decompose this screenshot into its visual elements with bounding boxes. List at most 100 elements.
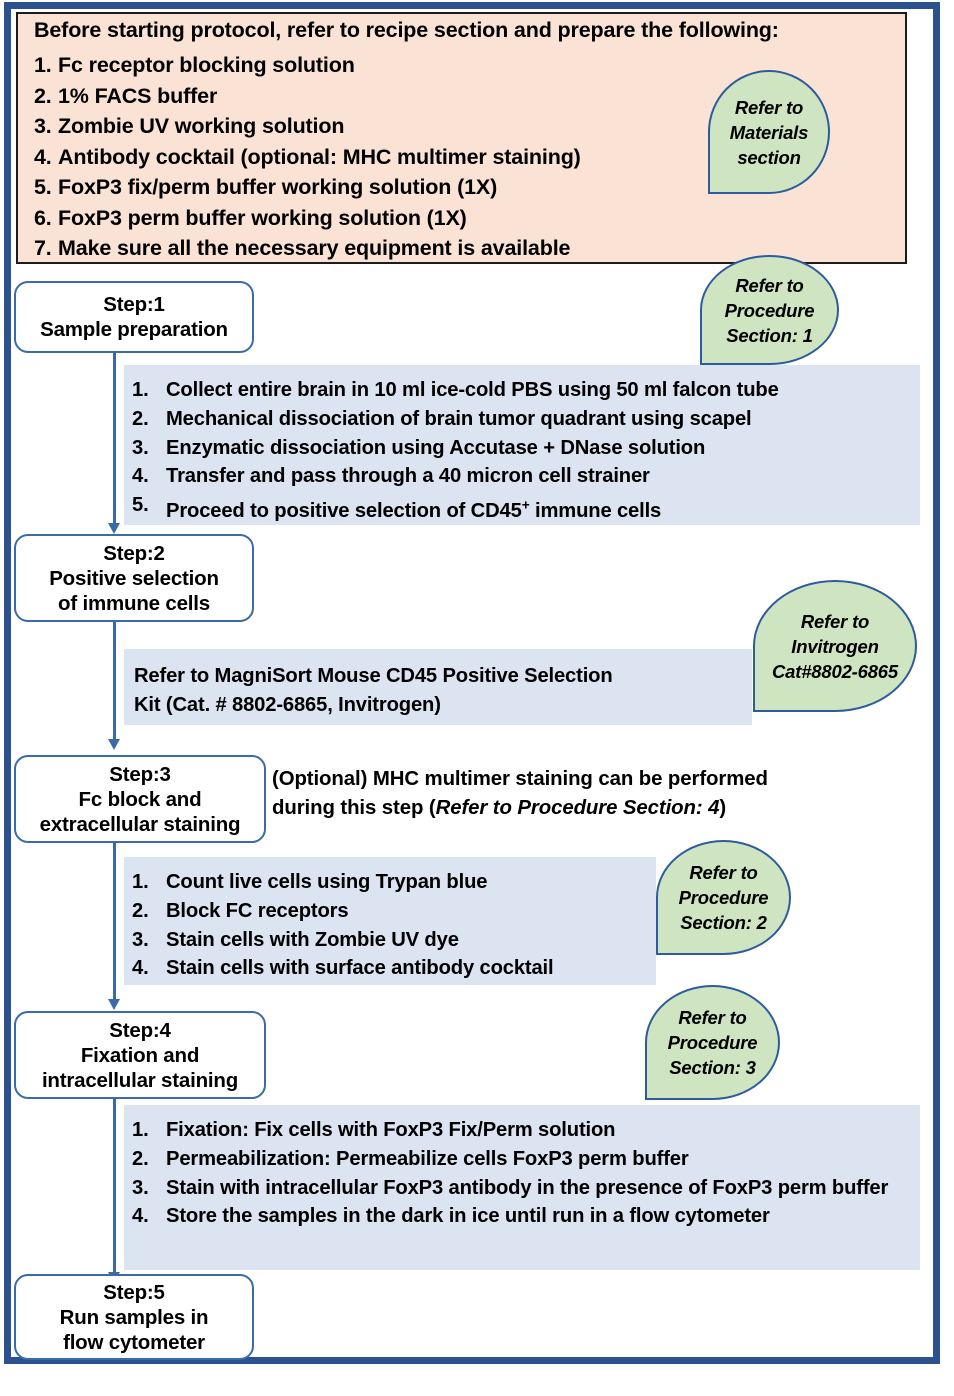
list-text: Transfer and pass through a 40 micron ce… [166, 465, 650, 488]
arrow-step3-to-step4 [107, 843, 127, 1010]
step-box-1[interactable]: Step:1 Sample preparation [14, 281, 254, 353]
callout-line: Procedure [667, 1032, 758, 1053]
list-text: Enzymatic dissociation using Accutase + … [166, 436, 706, 459]
list-number: 6. [34, 205, 52, 230]
list-item: 4.Antibody cocktail (optional: MHC multi… [34, 142, 581, 173]
list-number: 3. [34, 114, 52, 138]
arrow-shaft [113, 1099, 116, 1273]
step-line: Step:5 [103, 1280, 165, 1304]
step-box-5[interactable]: Step:5 Run samples in flow cytometer [14, 1274, 254, 1360]
list-item: 2.Block FC receptors [132, 897, 656, 926]
list-item: 4. Store the samples in the dark in ice u… [132, 1202, 906, 1231]
list-item: 2. Permeabilization: Permeabilize cells F… [132, 1145, 906, 1174]
list-item: 2. Mechanical dissociation of brain tumor… [132, 405, 920, 434]
callout-line: Invitrogen [791, 635, 879, 657]
callout-line: Procedure [678, 887, 769, 908]
callout-line: Section: 3 [669, 1057, 756, 1078]
callout-line: Section: 1 [726, 324, 813, 346]
callout-line: Refer to [800, 610, 870, 632]
list-item: 3. Enzymatic dissociation using Accutase … [132, 434, 920, 463]
list-text: Collect entire brain in 10 ml ice-cold P… [166, 379, 779, 401]
step-line: Sample preparation [40, 318, 228, 341]
info-box-step4: 1. Fixation: Fix cells with FoxP3 Fix/Per… [124, 1105, 920, 1270]
list-text: Block FC receptors [166, 899, 349, 922]
info-box-step3: 1. Count live cells using Trypan blue 2.B… [124, 857, 656, 985]
list-item: 1. Collect entire brain in 10 ml ice-cold… [132, 376, 920, 405]
list-number: 1. [132, 1119, 149, 1141]
step-line: of immune cells [58, 591, 210, 615]
callout-materials: Refer to Materials section [708, 70, 830, 194]
step-line: Step:4 [109, 1018, 171, 1042]
list-number: 3. [132, 928, 149, 951]
callout-invitrogen: Refer to Invitrogen Cat#8802-6865 [753, 580, 917, 712]
list-text: Make sure all the necessary equipment is… [58, 236, 571, 260]
step-box-4[interactable]: Step:4 Fixation and intracellular staini… [14, 1011, 266, 1099]
arrow-shaft [113, 843, 116, 1000]
list-number: 4. [132, 957, 149, 980]
list-text: Count live cells using Trypan blue [166, 871, 488, 893]
list-number: 2. [132, 407, 149, 430]
list-number: 5. [132, 494, 149, 517]
arrow-step1-to-step2 [107, 353, 127, 534]
list-item: 3.Stain cells with Zombie UV dye [132, 926, 656, 955]
list-text: Mechanical dissociation of brain tumor q… [166, 407, 752, 430]
list-text: FoxP3 fix/perm buffer working solution (… [58, 175, 498, 199]
preparation-heading: Before starting protocol, refer to recip… [34, 18, 779, 42]
callout-line: Section: 2 [680, 912, 767, 933]
step-box-3[interactable]: Step:3 Fc block and extracellular staini… [14, 755, 266, 843]
info-box-step1: 1. Collect entire brain in 10 ml ice-cold… [124, 365, 920, 525]
list-text: Store the samples in the dark in ice unt… [166, 1205, 770, 1228]
list-item: 6.FoxP3 perm buffer working solution (1X… [34, 203, 581, 234]
arrow-head [107, 999, 120, 1010]
list-item: 1. Count live cells using Trypan blue [132, 868, 656, 897]
list-number: 5. [34, 175, 52, 199]
step-line: flow cytometer [63, 1330, 205, 1354]
callout-line: Refer to [689, 862, 758, 883]
callout-procedure-1: Refer to Procedure Section: 1 [700, 255, 839, 365]
step-line: Step:3 [109, 762, 171, 786]
callout-line: Procedure [724, 299, 815, 321]
list-text: Stain cells with surface antibody cockta… [166, 957, 554, 980]
list-number: 4. [132, 1205, 149, 1228]
list-text: 1% FACS buffer [58, 83, 218, 108]
callout-line: Refer to [678, 1007, 747, 1028]
list-item: 1.Fc receptor blocking solution [34, 50, 581, 81]
step-line: Step:2 [103, 541, 165, 565]
list-text: Stain with intracellular FoxP3 antibody … [166, 1176, 889, 1199]
list-number: 2. [132, 1147, 149, 1170]
list-item: 1. Fixation: Fix cells with FoxP3 Fix/Per… [132, 1116, 906, 1145]
list-number: 4. [132, 465, 149, 488]
step-line: Fc block and [78, 787, 202, 811]
list-item: 3.Zombie UV working solution [34, 111, 581, 142]
optional-note-italic: Refer to Procedure Section: 4 [435, 797, 720, 819]
list-number: 1. [132, 871, 149, 893]
step-line: Step:1 [103, 293, 165, 316]
list-item: 4. Transfer and pass through a 40 micron … [132, 462, 920, 491]
list-text: Fixation: Fix cells with FoxP3 Fix/Perm … [166, 1119, 616, 1141]
step2-text-line: Refer to MagniSort Mouse CD45 Positive S… [134, 665, 613, 687]
callout-line: Refer to [734, 96, 804, 118]
list-text: Zombie UV working solution [58, 114, 345, 138]
list-text: Permeabilization: Permeabilize cells Fox… [166, 1147, 689, 1170]
step-box-2[interactable]: Step:2 Positive selection of immune cell… [14, 534, 254, 622]
step-line: intracellular staining [41, 1068, 239, 1092]
list-number: 1. [132, 379, 149, 401]
list-item: 5. Proceed to positive selection of CD45+… [132, 491, 920, 526]
step-line: Run samples in [59, 1305, 209, 1329]
step1-list: 1. Collect entire brain in 10 ml ice-cold… [132, 376, 920, 526]
arrow-shaft [113, 353, 116, 524]
callout-line: section [737, 146, 801, 168]
arrow-head [107, 523, 120, 534]
list-item: 3.Stain with intracellular FoxP3 antibod… [132, 1174, 906, 1203]
optional-note: (Optional) MHC multimer staining can be … [272, 765, 910, 823]
step-line: Positive selection [49, 566, 219, 590]
step2-text-line: Kit (Cat. # 8802-6865, Invitrogen) [134, 693, 441, 716]
step-line: Fixation and [80, 1043, 200, 1067]
arrow-step4-to-step5 [107, 1099, 127, 1283]
list-number: 4. [34, 144, 52, 169]
list-number: 3. [132, 436, 149, 459]
callout-line: Refer to [735, 274, 804, 296]
list-number: 7. [34, 236, 52, 260]
callout-procedure-2: Refer to Procedure Section: 2 [656, 840, 791, 955]
list-text: Proceed to positive selection of CD45+ i… [166, 497, 662, 522]
